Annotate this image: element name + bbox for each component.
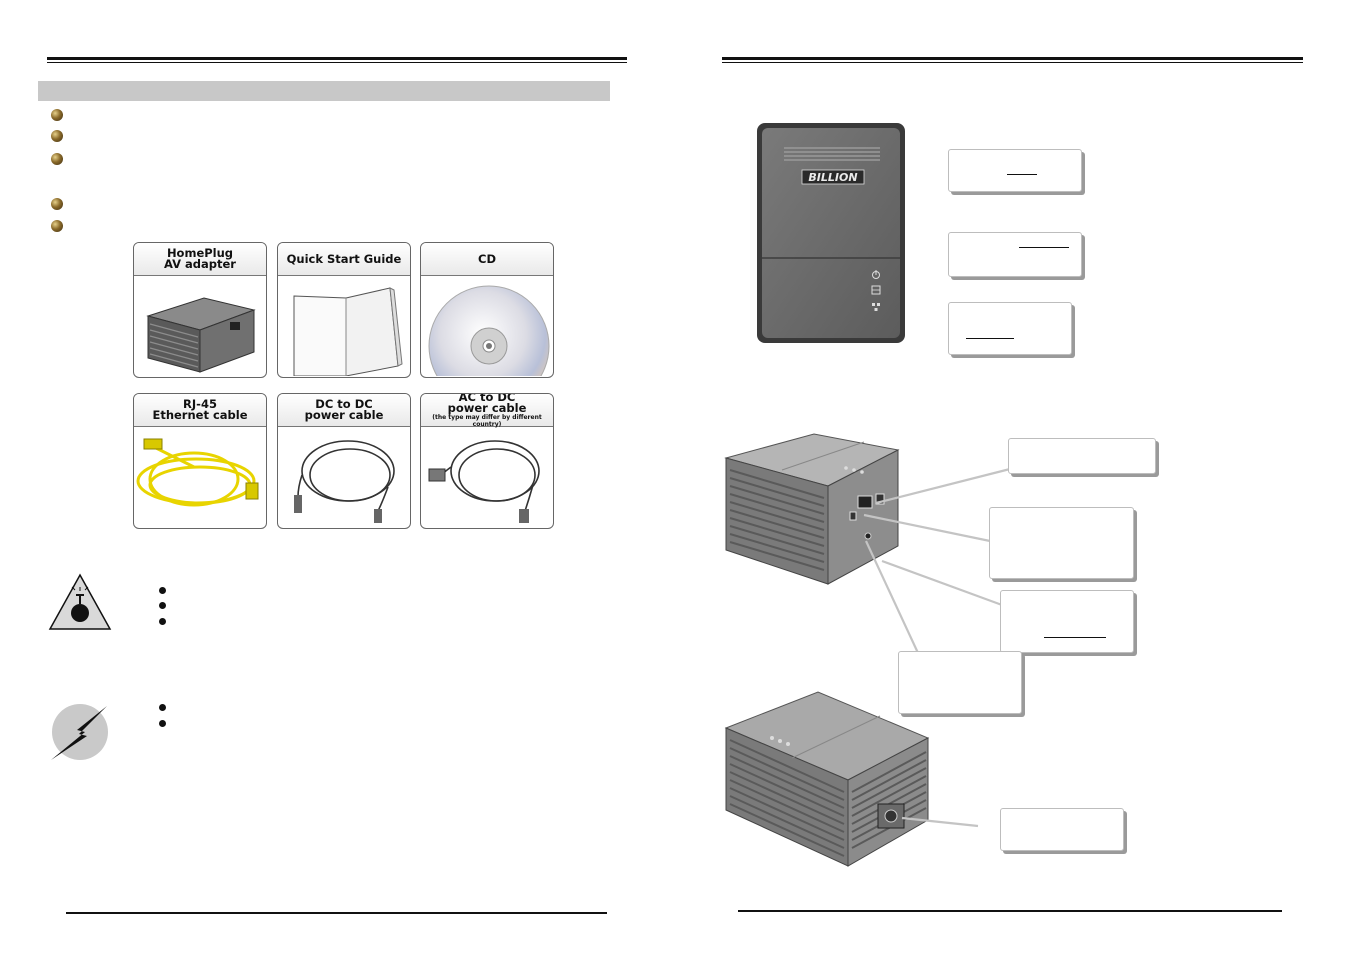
list-bullet — [51, 220, 63, 232]
callout-underline — [1007, 174, 1037, 175]
card-header: AC to DC power cable (the type may diffe… — [421, 393, 553, 428]
item-card-adapter: HomePlug AV adapter — [133, 242, 267, 378]
card-title-line: CD — [478, 251, 496, 266]
list-bullet — [51, 153, 63, 165]
callout-ethernet-port — [1008, 438, 1156, 474]
item-card-ethernet-cable: RJ-45 Ethernet cable — [133, 393, 267, 529]
warning-bomb-icon — [48, 573, 112, 630]
side-view-device — [724, 433, 900, 585]
item-card-quick-start-guide: Quick Start Guide — [277, 242, 411, 378]
left-header-rule — [47, 57, 627, 63]
warning-list-dot — [159, 618, 166, 625]
callout-security-button — [898, 651, 1022, 714]
card-title-line: AV adapter — [164, 257, 236, 271]
booklet-illustration — [293, 287, 403, 377]
card-title-line: power cable — [447, 401, 527, 415]
callout-reset-button — [989, 507, 1134, 579]
adapter-illustration — [146, 297, 256, 373]
list-bullet — [51, 198, 63, 210]
card-header: RJ-45 Ethernet cable — [134, 394, 266, 427]
section-title-bar — [38, 81, 610, 101]
rear-view-device — [724, 691, 930, 867]
front-panel-device: BILLION — [757, 123, 905, 343]
rear-leader-line — [901, 816, 979, 828]
warning-list-dot — [159, 602, 166, 609]
right-header-rule — [722, 57, 1303, 63]
homeplug-led-icon — [871, 285, 881, 295]
callout-underline — [1019, 247, 1069, 248]
ethernet-led-icon — [872, 303, 880, 311]
list-bullet — [51, 109, 63, 121]
card-title-line: Ethernet cable — [152, 408, 248, 422]
callout-ac-power-socket — [1000, 808, 1124, 851]
callout-underline — [1044, 637, 1106, 638]
list-bullet — [51, 130, 63, 142]
ethernet-cable-illustration — [136, 438, 259, 507]
callout-ethernet-led — [948, 302, 1072, 355]
card-title-line: AC to DC — [458, 393, 516, 404]
power-led-icon — [872, 270, 880, 279]
brand-logo: BILLION — [808, 171, 857, 184]
item-card-dc-power-cable: DC to DC power cable — [277, 393, 411, 529]
callout-underline — [966, 338, 1014, 339]
dc-cable-illustration — [294, 440, 395, 523]
card-header: Quick Start Guide — [278, 243, 410, 276]
lightning-icon — [51, 704, 108, 760]
ac-cable-illustration — [428, 440, 540, 523]
card-title-line: DC to DC — [315, 397, 373, 411]
left-footer-rule — [66, 912, 607, 914]
card-title-line: HomePlug — [166, 246, 234, 260]
card-title-line: RJ-45 — [183, 397, 217, 411]
right-footer-rule — [738, 910, 1282, 912]
warning-list-dot — [159, 587, 166, 594]
card-title-line: power cable — [304, 408, 384, 422]
callout-dc-power-jack — [1000, 590, 1134, 653]
caution-list-dot — [159, 720, 166, 727]
item-card-ac-power-cable: AC to DC power cable (the type may diffe… — [420, 393, 554, 529]
callout-power-led — [948, 149, 1082, 192]
card-title-line: Quick Start Guide — [286, 251, 402, 266]
card-header: HomePlug AV adapter — [134, 243, 266, 276]
card-header: CD — [421, 243, 553, 276]
side-leader-lines — [863, 467, 1011, 654]
caution-list-dot — [159, 704, 166, 711]
cd-disc-illustration — [428, 285, 550, 377]
item-card-cd: CD — [420, 242, 554, 378]
callout-homeplug-led — [948, 232, 1082, 277]
card-note: (the type may differ by different countr… — [432, 414, 542, 428]
card-header: DC to DC power cable — [278, 394, 410, 427]
